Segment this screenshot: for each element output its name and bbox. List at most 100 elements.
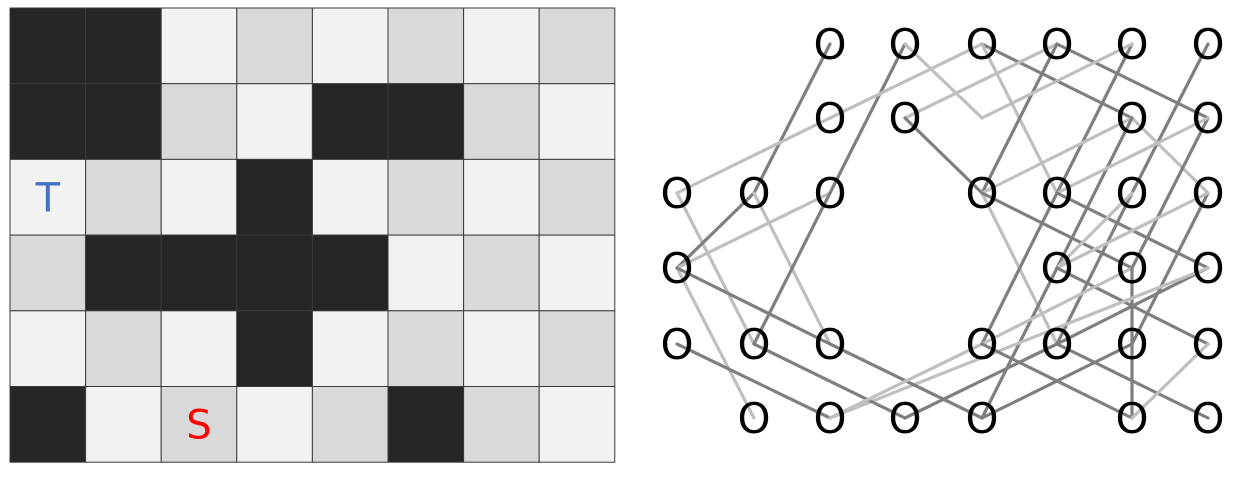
graph-node: O — [660, 320, 693, 369]
grid-cell-2-2 — [160, 158, 238, 236]
grid-cell-3-3 — [236, 234, 313, 312]
graph-edge — [752, 342, 907, 420]
graph-edge — [903, 116, 984, 195]
graph-edge — [903, 342, 1059, 420]
graph-edge — [1055, 191, 1134, 270]
graph-node: O — [965, 169, 998, 218]
grid-cell-2-5 — [387, 158, 465, 236]
grid-cell-0-6 — [463, 7, 540, 85]
graph-node: O — [888, 94, 921, 143]
graph-edge — [980, 342, 1134, 420]
grid-cell-5-1 — [85, 386, 162, 463]
grid-cell-1-2 — [160, 83, 238, 160]
graph-edge — [980, 266, 1134, 346]
grid-cell-5-5 — [387, 386, 465, 463]
grid-cell-2-1 — [85, 158, 162, 236]
graph-node: O — [1115, 394, 1148, 443]
graph-edge — [828, 42, 984, 120]
graph-node: O — [813, 169, 846, 218]
graph-edge — [675, 116, 832, 195]
grid-cell-4-3 — [236, 310, 313, 387]
graph-edge — [675, 266, 832, 346]
grid-cell-0-0 — [9, 7, 87, 85]
grid-cell-5-4 — [311, 386, 389, 463]
graph-edge — [1055, 191, 1134, 346]
graph-node: O — [1115, 320, 1148, 369]
graph-edge — [903, 42, 984, 120]
graph-edge — [1055, 42, 1210, 120]
grid-cell-1-1 — [85, 83, 162, 160]
graph-edge — [980, 191, 1059, 346]
graph-node: O — [1040, 320, 1073, 369]
graph-node: O — [1191, 20, 1224, 69]
graph-node: O — [888, 20, 921, 69]
graph-node: O — [660, 244, 693, 293]
graph-node: O — [813, 394, 846, 443]
graph-edge — [1130, 116, 1210, 195]
grid-cell-4-5 — [387, 310, 465, 387]
graph-node: O — [737, 169, 770, 218]
graph-edge — [1130, 342, 1210, 420]
graph-edge — [752, 191, 832, 346]
graph-edge — [675, 191, 756, 270]
graph-node: O — [1040, 20, 1073, 69]
graph-node: O — [1191, 169, 1224, 218]
grid-cell-3-2 — [160, 234, 238, 312]
graph-node: O — [1191, 244, 1224, 293]
grid-cell-1-3 — [236, 83, 313, 160]
graph-edge — [675, 342, 832, 420]
graph-edge — [1130, 116, 1210, 270]
graph-edge — [980, 42, 1134, 120]
graph-edge — [1055, 116, 1210, 195]
graph-edge — [1130, 191, 1210, 346]
grid-cell-0-5 — [387, 7, 465, 85]
grid-cell-2-3 — [236, 158, 313, 236]
graph-node: O — [888, 394, 921, 443]
grid-cell-5-6 — [463, 386, 540, 463]
graph-node: O — [1191, 320, 1224, 369]
graph-node: O — [813, 94, 846, 143]
grid-cell-4-7 — [538, 310, 616, 387]
grid-cell-1-0 — [9, 83, 87, 160]
grid-cell-1-6 — [463, 83, 540, 160]
graph-node: O — [737, 320, 770, 369]
grid-cell-1-4 — [311, 83, 389, 160]
start-marker: S — [186, 402, 211, 448]
graph-edge — [752, 42, 832, 195]
graph-node: O — [1115, 169, 1148, 218]
graph-edge — [1055, 342, 1210, 420]
graph-node: O — [1115, 94, 1148, 143]
grid-cell-4-6 — [463, 310, 540, 387]
graph-edge — [980, 116, 1134, 195]
grid-cell-5-3 — [236, 386, 313, 463]
grid-cell-5-7 — [538, 386, 616, 463]
graph-node: O — [965, 394, 998, 443]
graph-edge — [1055, 266, 1210, 346]
grid-cell-4-4 — [311, 310, 389, 387]
graph-node: O — [1115, 244, 1148, 293]
grid-cell-3-4 — [311, 234, 389, 312]
grid-cell-3-5 — [387, 234, 465, 312]
edge-layer — [675, 42, 1210, 420]
graph-node: O — [813, 20, 846, 69]
grid-cell-3-0 — [9, 234, 87, 312]
graph-edge — [1055, 191, 1210, 270]
grid-cell-2-6 — [463, 158, 540, 236]
grid-cell-0-1 — [85, 7, 162, 85]
grid-cell-4-0 — [9, 310, 87, 387]
grid-cell-2-0 — [9, 158, 87, 236]
graph-edge — [675, 266, 756, 420]
grid-board: TS — [9, 7, 616, 463]
graph-edge — [828, 42, 907, 195]
grid-cell-4-1 — [85, 310, 162, 387]
grid-cell-5-0 — [9, 386, 87, 463]
grid-cell-5-2 — [160, 386, 238, 463]
graph-node: O — [1040, 244, 1073, 293]
graph-edge — [828, 342, 984, 420]
graph-edge — [1055, 116, 1134, 270]
grid-cell-3-1 — [85, 234, 162, 312]
grid-cell-0-7 — [538, 7, 616, 85]
target-marker: T — [35, 175, 61, 221]
